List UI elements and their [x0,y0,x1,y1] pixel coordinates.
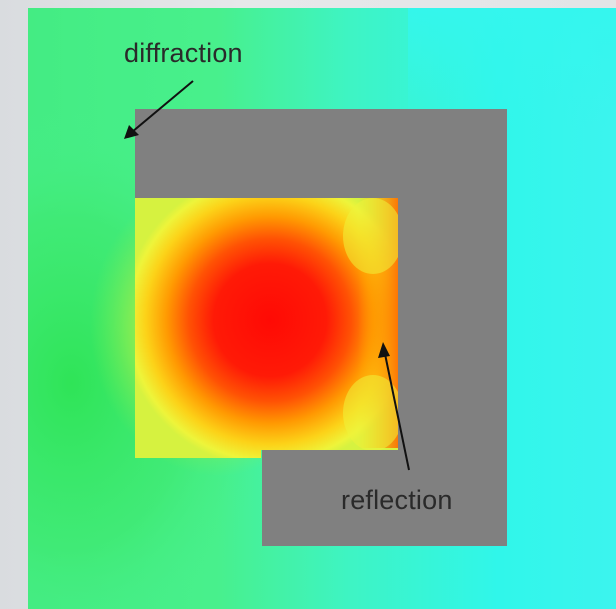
reflection-label: reflection [341,485,453,515]
obstacle-wall [135,109,507,546]
wave-field-plot: diffraction reflection [28,8,616,609]
diffraction-label: diffraction [124,38,243,68]
reflection-arrow-icon [378,342,410,471]
cavity-field [135,198,398,458]
field-cyan-edge [408,8,616,128]
wave-field-svg [28,8,616,609]
diffraction-arrow-icon [124,80,194,139]
